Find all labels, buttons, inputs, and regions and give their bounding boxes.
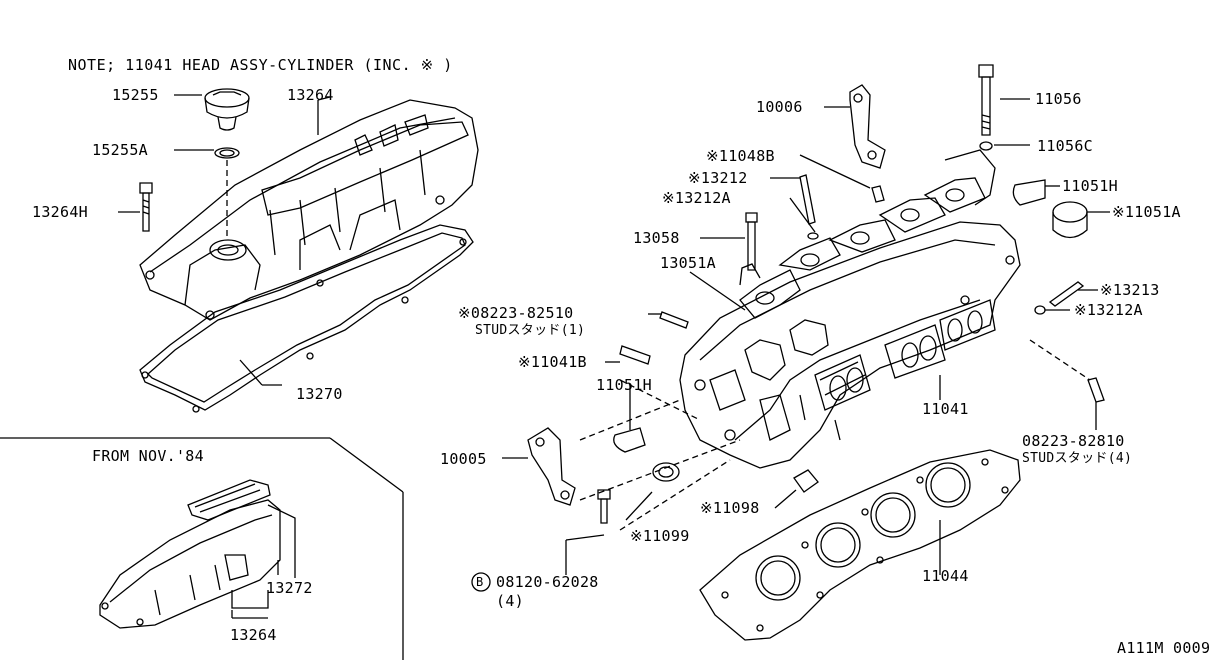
callout-11051h-right: 11051H bbox=[1062, 177, 1118, 195]
callout-10005: 10005 bbox=[440, 450, 487, 468]
callout-15255a: 15255A bbox=[92, 141, 148, 159]
callout-13264: 13264 bbox=[287, 86, 334, 104]
callout-13213: ※13213 bbox=[1100, 281, 1160, 299]
callout-13058: 13058 bbox=[633, 229, 680, 247]
diagram-code: A111M 0009 bbox=[1117, 639, 1211, 657]
callout-11051a: ※11051A bbox=[1112, 203, 1181, 221]
cylinder-head-drawing bbox=[680, 150, 1020, 468]
callout-10006: 10006 bbox=[756, 98, 803, 116]
small-parts-drawing bbox=[528, 65, 1104, 523]
callout-08223-82810-sub: STUDスタッド(4) bbox=[1022, 451, 1133, 466]
callout-13264-inset: 13264 bbox=[230, 626, 277, 644]
callout-13212a-top: ※13212A bbox=[662, 189, 731, 207]
callout-13264h: 13264H bbox=[32, 203, 88, 221]
circled-b-letter: B bbox=[476, 575, 484, 589]
callout-13212a-right: ※13212A bbox=[1074, 301, 1143, 319]
circled-b-icon bbox=[472, 573, 490, 591]
inset-rocker-cover-drawing bbox=[100, 480, 295, 628]
callout-13212: ※13212 bbox=[688, 169, 748, 187]
inset-frame bbox=[0, 438, 403, 660]
callout-13051a: 13051A bbox=[660, 254, 716, 272]
callout-13270: 13270 bbox=[296, 385, 343, 403]
callout-11056: 11056 bbox=[1035, 90, 1082, 108]
inset-title: FROM NOV.'84 bbox=[92, 447, 204, 465]
bolt-13264h-drawing bbox=[140, 183, 152, 231]
callout-08223-82510: ※08223-82510 bbox=[458, 304, 574, 322]
callout-08223-82810: 08223-82810 bbox=[1022, 432, 1125, 450]
callout-08223-82510-sub: STUDスタッド(1) bbox=[475, 323, 586, 338]
callout-08120-qty: (4) bbox=[496, 592, 524, 610]
rocker-gasket-drawing bbox=[140, 225, 473, 412]
callout-11041: 11041 bbox=[922, 400, 969, 418]
callout-11056c: 11056C bbox=[1037, 137, 1093, 155]
callout-11041b: ※11041B bbox=[518, 353, 587, 371]
note-text: NOTE; 11041 HEAD ASSY-CYLINDER (INC. ※ ) bbox=[68, 56, 453, 74]
callout-11048b: ※11048B bbox=[706, 147, 775, 165]
oil-filler-cap-drawing bbox=[205, 89, 249, 240]
rocker-cover-drawing bbox=[140, 100, 478, 320]
callout-15255: 15255 bbox=[112, 86, 159, 104]
head-gasket-drawing bbox=[700, 450, 1020, 640]
callout-13272: 13272 bbox=[266, 579, 313, 597]
callout-11051h-left: 11051H bbox=[596, 376, 652, 394]
leader-lines bbox=[118, 95, 1110, 618]
callout-11044: 11044 bbox=[922, 567, 969, 585]
callout-11099: ※11099 bbox=[630, 527, 690, 545]
callout-08120-62028: 08120-62028 bbox=[496, 573, 599, 591]
callout-11098: ※11098 bbox=[700, 499, 760, 517]
